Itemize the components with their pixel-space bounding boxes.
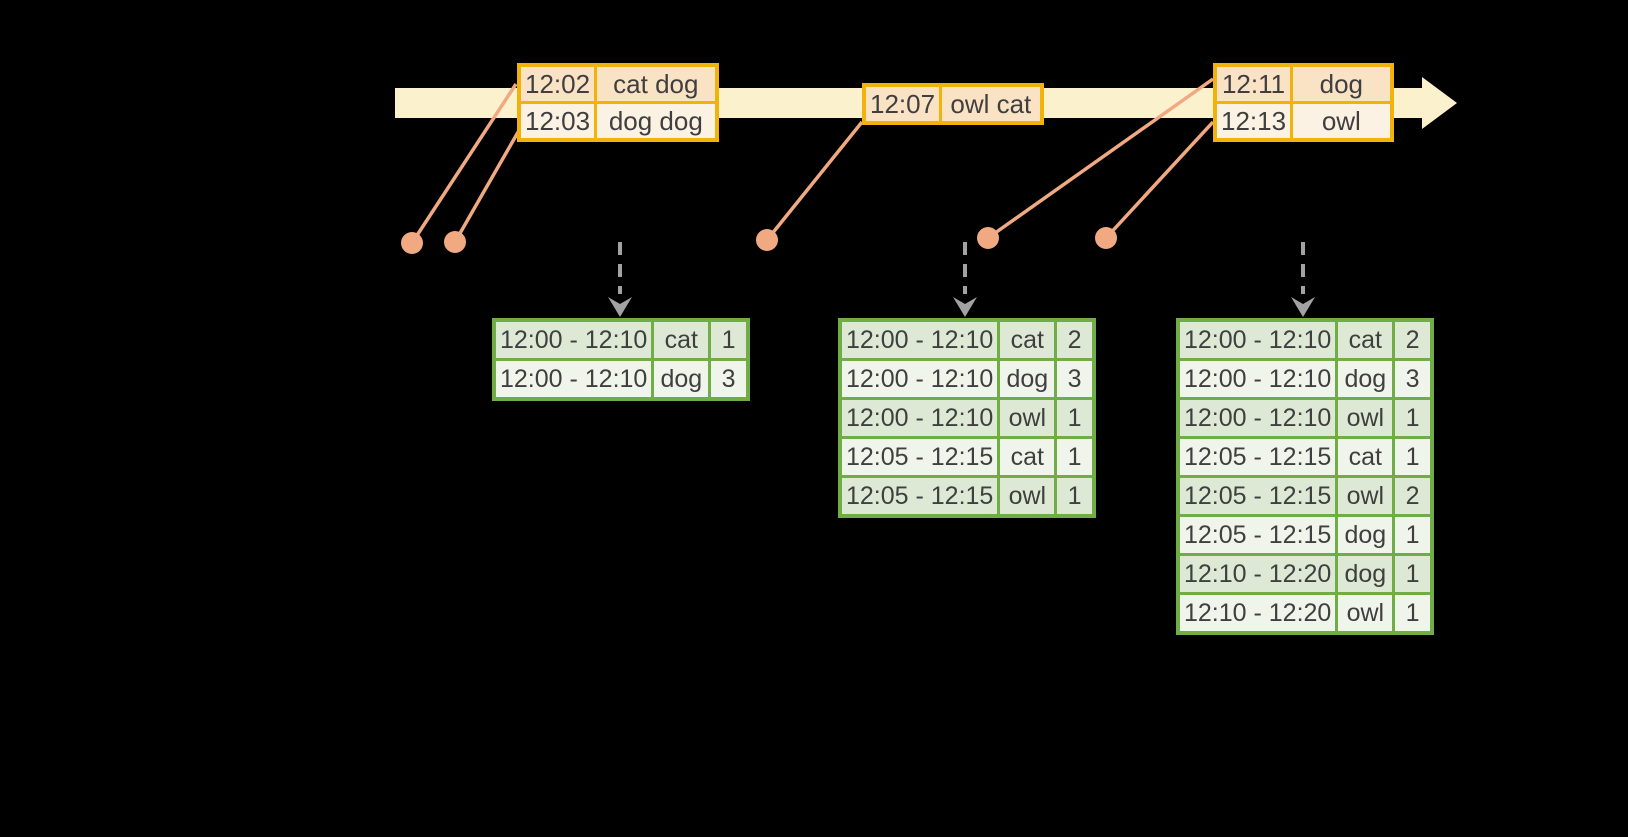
trigger-arrowhead-icon (608, 297, 632, 317)
window-range-cell: 12:10 - 12:20 (1176, 592, 1339, 635)
timeline-arrowhead-icon (1422, 77, 1457, 129)
count-cell: 3 (1054, 358, 1096, 400)
word-cell: dog (1335, 514, 1396, 556)
window-range-cell: 12:00 - 12:10 (838, 318, 1001, 361)
event-time-cell: 12:11 (1213, 63, 1294, 104)
event-time-dot (756, 229, 778, 251)
window-range-cell: 12:00 - 12:10 (1176, 397, 1339, 439)
count-cell: 1 (1054, 436, 1096, 478)
window-range-cell: 12:00 - 12:10 (838, 397, 1001, 439)
word-cell: cat (997, 318, 1058, 361)
trigger-arrowhead-icon (1291, 297, 1315, 317)
count-cell: 2 (1392, 475, 1434, 517)
window-range-cell: 12:00 - 12:10 (1176, 358, 1339, 400)
word-cell: cat (1335, 318, 1396, 361)
count-cell: 2 (1054, 318, 1096, 361)
word-cell: owl (997, 475, 1058, 518)
event-leader-line (453, 126, 523, 243)
word-cell: owl (1335, 475, 1396, 517)
window-range-cell: 12:05 - 12:15 (1176, 514, 1339, 556)
event-time-cell: 12:03 (517, 101, 598, 142)
word-cell: cat (997, 436, 1058, 478)
event-leader-line (1104, 120, 1215, 240)
event-time-dot (401, 232, 423, 254)
word-cell: owl (1335, 592, 1396, 635)
count-cell: 3 (708, 358, 750, 401)
count-cell: 1 (708, 318, 750, 361)
count-cell: 1 (1054, 475, 1096, 518)
event-words-cell: owl (1290, 101, 1394, 142)
event-leader-line (986, 77, 1215, 240)
word-cell: owl (997, 397, 1058, 439)
count-cell: 1 (1392, 514, 1434, 556)
event-time-cell: 12:13 (1213, 101, 1294, 142)
window-range-cell: 12:00 - 12:10 (838, 358, 1001, 400)
event-time-cell: 12:07 (862, 83, 943, 125)
window-range-cell: 12:05 - 12:15 (838, 475, 1001, 518)
event-leader-line (410, 83, 518, 244)
event-words-cell: cat dog (594, 63, 719, 104)
window-range-cell: 12:05 - 12:15 (1176, 475, 1339, 517)
event-words-cell: owl cat (939, 83, 1044, 125)
word-cell: dog (997, 358, 1058, 400)
event-time-cell: 12:02 (517, 63, 598, 104)
window-range-cell: 12:00 - 12:10 (492, 358, 655, 401)
count-cell: 2 (1392, 318, 1434, 361)
event-time-dot (977, 227, 999, 249)
window-range-cell: 12:10 - 12:20 (1176, 553, 1339, 595)
count-cell: 1 (1392, 592, 1434, 635)
event-leader-line (765, 120, 864, 242)
word-cell: dog (1335, 553, 1396, 595)
trigger-arrows (608, 242, 1315, 317)
count-cell: 1 (1392, 397, 1434, 439)
count-cell: 3 (1392, 358, 1434, 400)
count-cell: 1 (1392, 436, 1434, 478)
event-words-cell: dog dog (594, 101, 719, 142)
window-range-cell: 12:00 - 12:10 (1176, 318, 1339, 361)
count-cell: 1 (1054, 397, 1096, 439)
count-cell: 1 (1392, 553, 1434, 595)
event-words-cell: dog (1290, 63, 1394, 104)
window-range-cell: 12:05 - 12:15 (838, 436, 1001, 478)
word-cell: dog (1335, 358, 1396, 400)
event-time-dot (444, 231, 466, 253)
word-cell: owl (1335, 397, 1396, 439)
word-cell: cat (651, 318, 712, 361)
window-range-cell: 12:00 - 12:10 (492, 318, 655, 361)
word-cell: dog (651, 358, 712, 401)
leader-lines (410, 77, 1215, 244)
event-time-dot (1095, 227, 1117, 249)
word-cell: cat (1335, 436, 1396, 478)
window-range-cell: 12:05 - 12:15 (1176, 436, 1339, 478)
event-time-dots (401, 227, 1117, 254)
trigger-arrowhead-icon (953, 297, 977, 317)
